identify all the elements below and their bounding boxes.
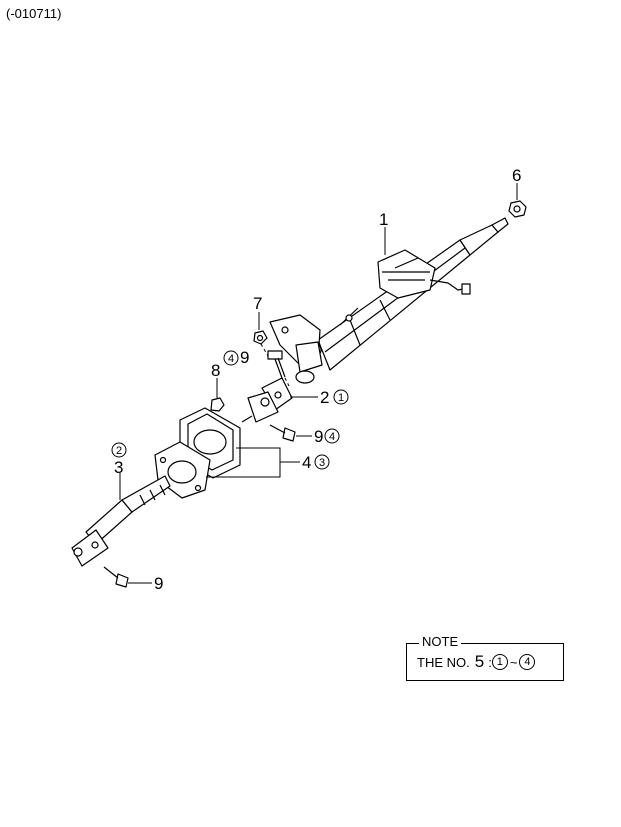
leader-line-9-top [284,377,291,389]
part-label-8: 8 [211,361,220,380]
part-label-4: 4 [302,453,311,472]
ref-circle-9-mid [324,428,340,444]
ref-number-2: 1 [338,392,344,404]
ref-circle-3 [111,442,127,458]
note-number: 5 [474,652,485,671]
lower-bolt [103,566,129,588]
ref-circle-2 [333,389,349,405]
ref-number-9-mid: 4 [329,431,335,443]
part-label-9-top: 9 [240,348,249,367]
part-label-1: 1 [379,210,388,229]
note-box [406,643,564,681]
leader-line-7-dash [260,343,269,357]
part-label-9-mid: 9 [314,427,323,446]
joint-nut [210,397,225,412]
ref-number-4: 3 [319,457,325,469]
note-range-start: 1 [491,654,508,670]
note-title: NOTE [419,634,462,649]
revision-code: (-010711) [6,6,62,21]
part-label-3: 3 [114,458,123,477]
bracket-bolt [253,330,268,345]
lower-shaft [71,475,171,567]
part-label-7: 7 [253,294,262,313]
ref-number-9-top: 4 [228,353,234,365]
note-tilde: ~ [509,654,518,670]
ref-circle-4 [314,454,330,470]
note-text: THE NO. 5 : 1 ~ 4 [417,652,536,672]
note-prefix: THE NO. [417,654,470,670]
top-nut [508,200,527,218]
ref-number-3: 2 [116,445,122,457]
steering-column-assembly [269,217,509,384]
note-range-end: 4 [519,654,536,670]
ref-circle-9-top [223,350,239,366]
part-label-9-bottom: 9 [154,574,163,593]
joint-bolt [269,424,296,442]
part-label-6: 6 [512,166,521,185]
bracket-bolt-upper [267,350,286,379]
note-colon: : [488,654,492,670]
universal-joint [241,377,293,423]
part-label-2: 2 [320,388,329,407]
